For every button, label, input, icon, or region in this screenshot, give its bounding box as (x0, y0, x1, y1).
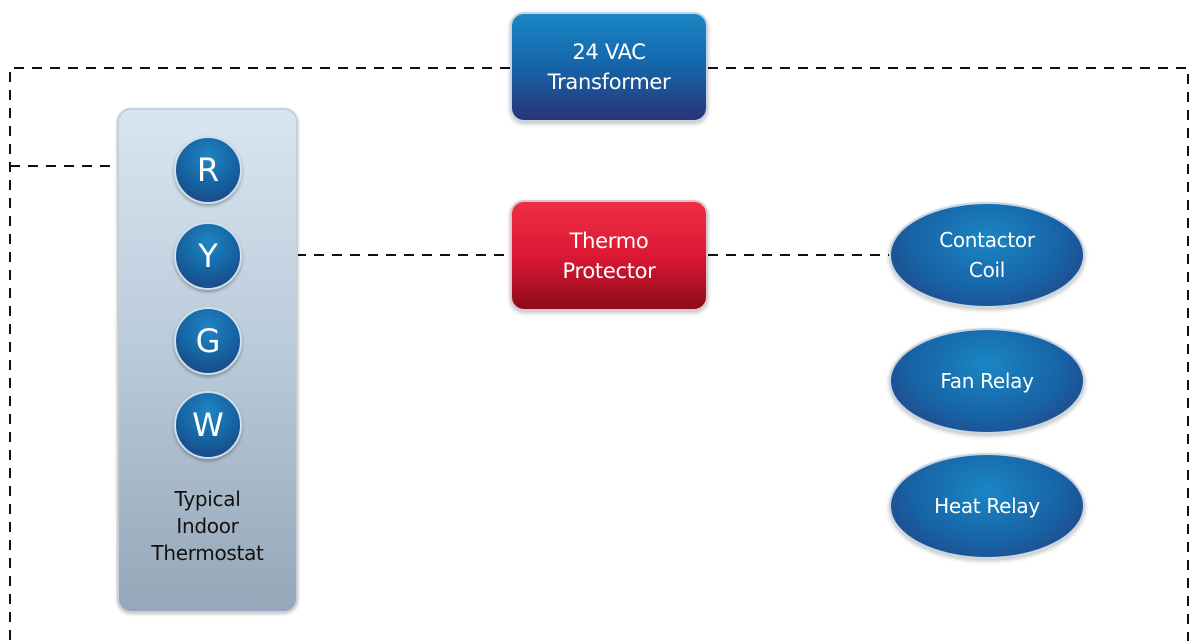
thermo-protector-box: Thermo Protector (510, 200, 708, 311)
contactor-coil: Contactor Coil (889, 202, 1085, 308)
terminal-w: W (174, 391, 242, 459)
fan-relay-label: Fan Relay (940, 369, 1034, 393)
contactor-coil-label: Contactor Coil (939, 228, 1035, 282)
fan-relay: Fan Relay (889, 328, 1085, 434)
transformer-label: 24 VAC Transformer (547, 40, 671, 94)
thermostat-label: Typical Indoor Thermostat (151, 487, 264, 565)
terminal-g-label: G (195, 322, 221, 360)
heat-relay: Heat Relay (889, 453, 1085, 559)
terminal-g: G (174, 307, 242, 375)
transformer-box: 24 VAC Transformer (510, 12, 708, 122)
heat-relay-label: Heat Relay (934, 494, 1040, 518)
terminal-w-label: W (192, 406, 224, 444)
thermo-protector-label: Thermo Protector (562, 228, 656, 283)
terminal-r-label: R (196, 151, 220, 189)
terminal-y-label: Y (198, 237, 218, 275)
terminal-y: Y (174, 222, 242, 290)
left-outer-wire (9, 67, 510, 641)
thermostat-panel: R Y G W Typical Indoor Thermostat (117, 108, 298, 613)
terminal-r: R (174, 136, 242, 204)
